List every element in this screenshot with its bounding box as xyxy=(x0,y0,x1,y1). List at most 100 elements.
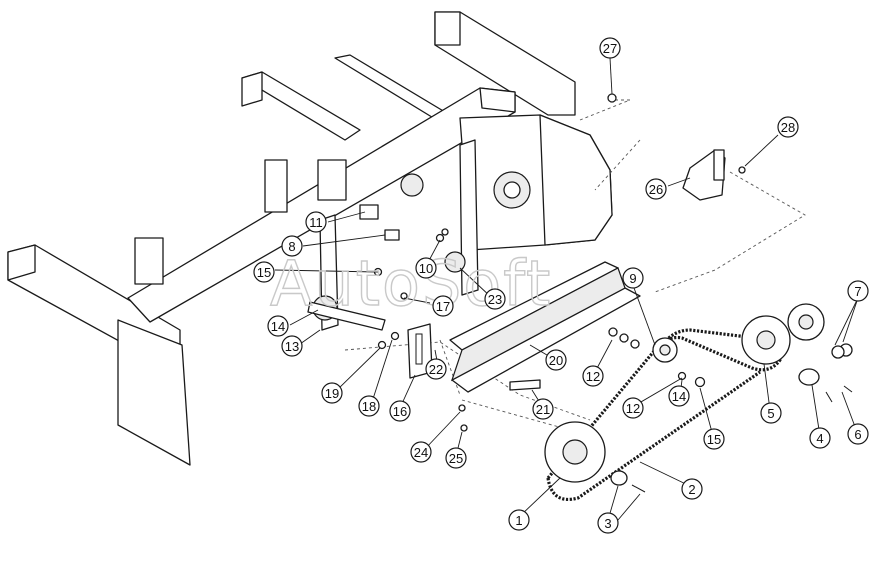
callout-number: 28 xyxy=(781,120,795,135)
callout-circle xyxy=(321,382,343,404)
callout-circle xyxy=(681,478,703,500)
leader-lines xyxy=(274,57,859,521)
callout-circle xyxy=(253,261,275,283)
callout-circle xyxy=(622,397,644,419)
frame-assembly xyxy=(7,11,613,466)
callout-12b: 12 xyxy=(622,397,644,419)
callout-number: 13 xyxy=(285,339,299,354)
callout-circle xyxy=(847,280,869,302)
callout-12a: 12 xyxy=(582,365,604,387)
callout-number: 5 xyxy=(767,406,774,421)
callout-number: 14 xyxy=(271,319,285,334)
callout-6: 6 xyxy=(847,423,869,445)
callout-18: 18 xyxy=(358,395,380,417)
callout-circle xyxy=(305,211,327,233)
callout-number: 18 xyxy=(362,399,376,414)
slide-rail xyxy=(449,261,641,393)
callout-circle xyxy=(597,512,619,534)
callout-number: 17 xyxy=(436,299,450,314)
callout-7: 7 xyxy=(847,280,869,302)
callout-circle xyxy=(545,349,567,371)
callout-2: 2 xyxy=(681,478,703,500)
callout-number: 15 xyxy=(257,265,271,280)
callout-number: 16 xyxy=(393,404,407,419)
callout-10: 10 xyxy=(415,257,437,279)
callout-circle xyxy=(389,400,411,422)
callout-number: 23 xyxy=(488,292,502,307)
callout-circle xyxy=(267,315,289,337)
callout-number: 6 xyxy=(854,427,861,442)
callout-circle xyxy=(760,402,782,424)
callout-number: 2 xyxy=(688,482,695,497)
callout-11: 11 xyxy=(305,211,327,233)
plate-16 xyxy=(407,323,433,379)
callout-circle xyxy=(432,295,454,317)
callout-circle xyxy=(281,235,303,257)
callout-circle xyxy=(508,509,530,531)
callout-circle xyxy=(532,398,554,420)
callout-number: 9 xyxy=(629,271,636,286)
callout-number: 20 xyxy=(549,353,563,368)
callout-circle xyxy=(622,267,644,289)
callout-15b: 15 xyxy=(703,428,725,450)
callout-14a: 14 xyxy=(267,315,289,337)
callout-circle xyxy=(777,116,799,138)
watermark-text: AutoSoft xyxy=(270,247,552,320)
callout-number: 12 xyxy=(626,401,640,416)
sprocket-1 xyxy=(544,421,606,483)
callout-9: 9 xyxy=(622,267,644,289)
callout-8: 8 xyxy=(281,235,303,257)
callout-circle xyxy=(484,288,506,310)
callout-circle xyxy=(410,441,432,463)
callout-20: 20 xyxy=(545,349,567,371)
callout-number: 22 xyxy=(429,362,443,377)
callout-number: 24 xyxy=(414,445,428,460)
callout-4: 4 xyxy=(809,427,831,449)
sprocket-7 xyxy=(787,303,825,341)
assembly-guide-lines xyxy=(344,99,806,431)
callout-circle xyxy=(847,423,869,445)
callout-circle xyxy=(358,395,380,417)
callout-number: 10 xyxy=(419,261,433,276)
callout-14b: 14 xyxy=(668,385,690,407)
callout-23: 23 xyxy=(484,288,506,310)
sprocket-5 xyxy=(741,315,791,365)
callout-17: 17 xyxy=(432,295,454,317)
callout-number: 3 xyxy=(604,516,611,531)
callout-circle xyxy=(809,427,831,449)
callout-5: 5 xyxy=(760,402,782,424)
callout-number: 1 xyxy=(515,513,522,528)
callout-25: 25 xyxy=(445,447,467,469)
callout-number: 15 xyxy=(707,432,721,447)
callout-number: 14 xyxy=(672,389,686,404)
callout-13: 13 xyxy=(281,335,303,357)
bracket-26 xyxy=(682,149,726,201)
callout-1: 1 xyxy=(508,509,530,531)
callout-number: 27 xyxy=(603,41,617,56)
callout-number: 19 xyxy=(325,386,339,401)
callout-number: 11 xyxy=(309,215,323,230)
callout-circle xyxy=(599,37,621,59)
callout-number: 25 xyxy=(449,451,463,466)
callout-circle xyxy=(425,358,447,380)
callout-22: 22 xyxy=(425,358,447,380)
callout-21: 21 xyxy=(532,398,554,420)
callout-number: 21 xyxy=(536,402,550,417)
callout-number: 4 xyxy=(816,431,823,446)
callout-circle xyxy=(445,447,467,469)
callout-circle xyxy=(415,257,437,279)
callout-circle xyxy=(668,385,690,407)
callout-26: 26 xyxy=(645,178,667,200)
callout-number: 26 xyxy=(649,182,663,197)
callout-number: 7 xyxy=(854,284,861,299)
callout-number: 8 xyxy=(288,239,295,254)
sprocket-9 xyxy=(652,337,678,363)
callout-24: 24 xyxy=(410,441,432,463)
callout-circle xyxy=(645,178,667,200)
callout-circle xyxy=(281,335,303,357)
callout-16: 16 xyxy=(389,400,411,422)
callout-circle xyxy=(703,428,725,450)
callout-19: 19 xyxy=(321,382,343,404)
